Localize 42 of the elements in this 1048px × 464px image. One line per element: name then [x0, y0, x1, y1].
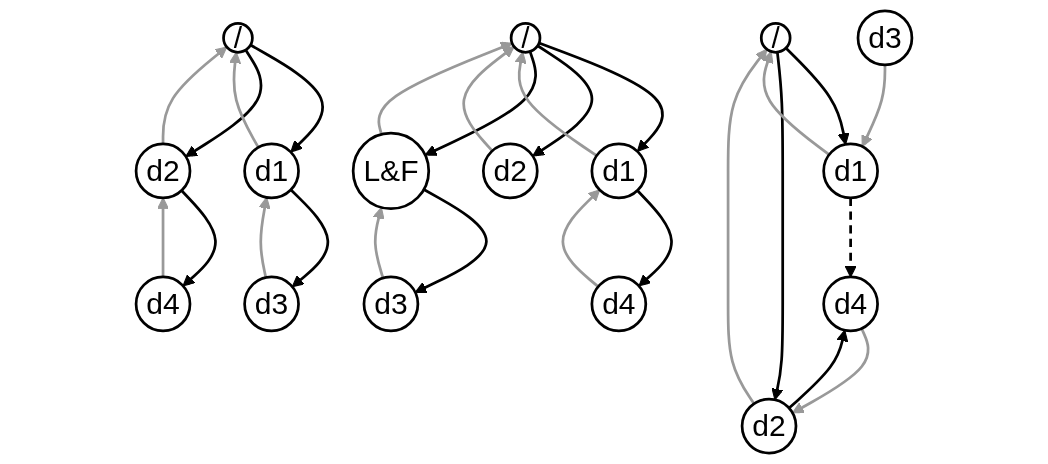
node-circle: d3	[243, 275, 300, 333]
arrow	[462, 46, 515, 152]
node-circle: L&F	[351, 131, 431, 211]
node-circle: d1	[590, 142, 648, 200]
arrow	[514, 51, 598, 157]
arrow	[771, 52, 785, 401]
node-circle: d4	[134, 275, 192, 333]
arrow	[636, 189, 673, 287]
node-circle: /	[759, 22, 792, 54]
arrow	[258, 196, 271, 278]
arrow	[161, 46, 228, 144]
arrow	[289, 188, 330, 288]
node-circle: d4	[590, 275, 648, 333]
node-circle: /	[509, 22, 542, 54]
arrow	[229, 51, 260, 149]
node-circle: d3	[856, 9, 914, 67]
arrow	[761, 51, 830, 156]
node-circle: d4	[822, 275, 879, 333]
arrow	[157, 197, 170, 277]
arrow	[844, 197, 857, 278]
node-circle: d1	[822, 142, 879, 200]
arrow	[180, 189, 217, 287]
node-circle: d1	[243, 142, 300, 200]
arrow	[726, 48, 768, 405]
arrow	[784, 47, 850, 145]
arrow	[538, 41, 664, 152]
node-circle: d3	[362, 275, 420, 333]
node-circle: /	[222, 22, 254, 54]
arrow	[377, 41, 513, 135]
node-circle: d2	[134, 142, 192, 200]
arrow	[788, 329, 849, 410]
arrow	[249, 43, 324, 153]
node-circle: d2	[482, 142, 539, 200]
arrow	[414, 188, 488, 294]
arrow	[424, 51, 537, 156]
arrow	[372, 206, 385, 279]
arrow	[532, 44, 594, 157]
arrow	[185, 49, 263, 158]
arrow	[561, 189, 601, 288]
arrow	[792, 328, 870, 414]
node-circle: d2	[740, 397, 798, 455]
arrow	[861, 64, 887, 148]
